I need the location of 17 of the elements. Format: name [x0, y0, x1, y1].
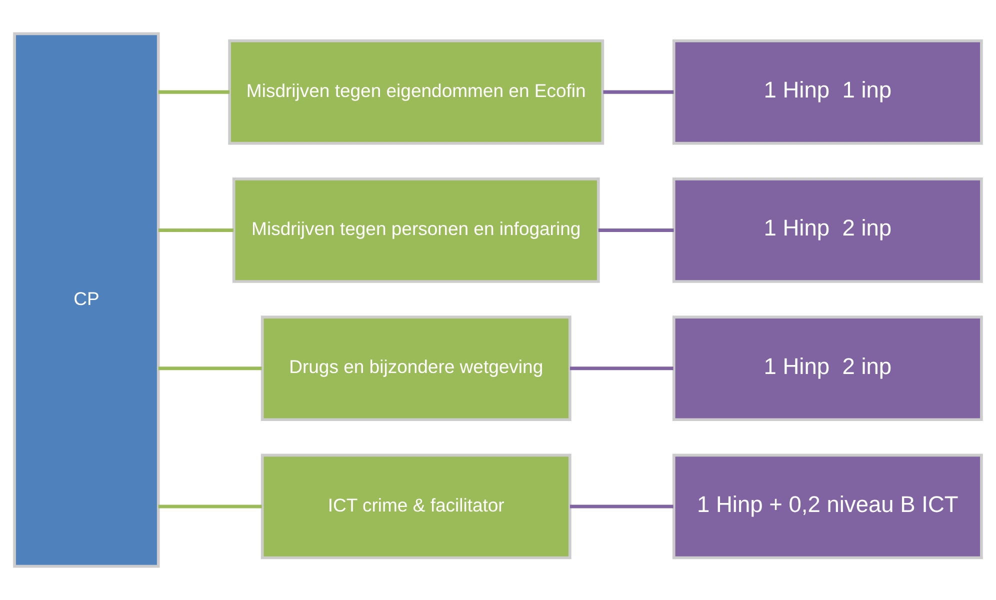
connector [598, 228, 674, 232]
connector [158, 90, 230, 94]
node-box: CP [13, 32, 160, 568]
connector [158, 504, 262, 508]
node-box: 1 Hinp 2 inp [672, 178, 983, 283]
node-box: Drugs en bijzondere wetgeving [260, 316, 572, 422]
node-box: 1 Hinp 2 inp [672, 316, 983, 422]
connector [158, 366, 262, 370]
node-box: 1 Hinp + 0,2 niveau B ICT [672, 454, 983, 560]
connector [570, 366, 674, 370]
connector [570, 504, 674, 508]
connector [158, 228, 234, 232]
node-box: 1 Hinp 1 inp [672, 39, 983, 145]
node-box: ICT crime & facilitator [260, 454, 572, 560]
connector [603, 90, 674, 94]
node-box: Misdrijven tegen personen en infogaring [232, 178, 600, 283]
node-box: Misdrijven tegen eigendommen en Ecofin [228, 39, 604, 145]
